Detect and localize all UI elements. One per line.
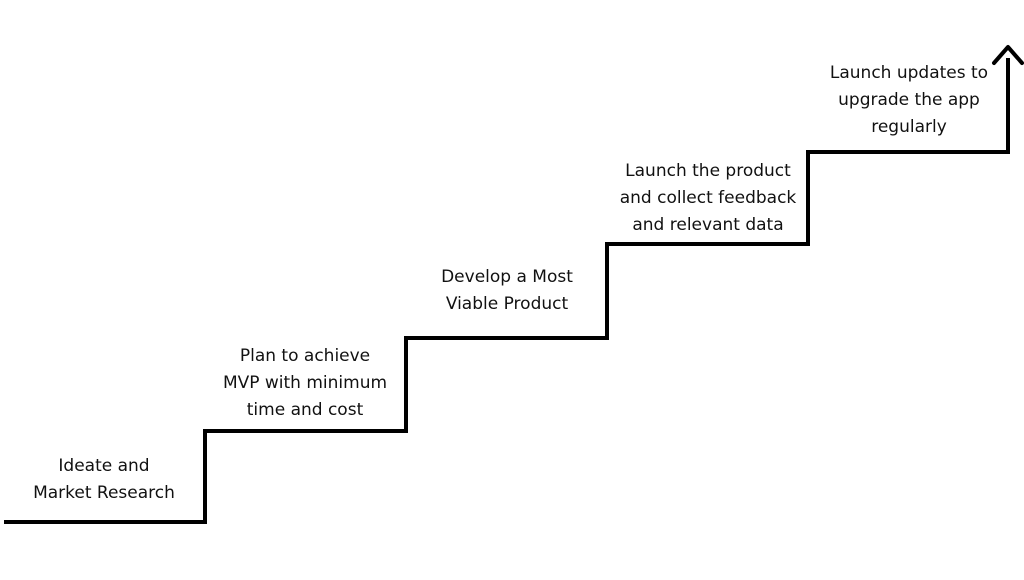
step-4-line-3: and relevant data: [632, 215, 784, 235]
step-4-label: Launch the product and collect feedback …: [612, 158, 804, 239]
arrow-up-icon: [992, 45, 1024, 65]
step-3-line-2: Viable Product: [445, 294, 569, 314]
step-3-label: Develop a Most Viable Product: [412, 264, 602, 318]
step-5-line-2: upgrade the app: [838, 90, 980, 110]
step-2-line-2: MVP with minimum: [222, 373, 388, 393]
step-5-label: Launch updates to upgrade the app regula…: [814, 60, 1004, 141]
step-1-line-1: Ideate and: [58, 456, 150, 476]
step-5-line-1: Launch updates to: [829, 63, 989, 83]
step-2-label: Plan to achieve MVP with minimum time an…: [210, 343, 400, 424]
step-4-line-1: Launch the product: [625, 161, 791, 181]
staircase-line: [4, 58, 1010, 524]
step-4-line-2: and collect feedback: [619, 188, 797, 208]
step-1-label: Ideate and Market Research: [14, 453, 194, 507]
step-5-line-3: regularly: [871, 117, 947, 137]
step-2-line-1: Plan to achieve: [239, 346, 371, 366]
step-2-line-3: time and cost: [246, 400, 364, 420]
step-1-line-2: Market Research: [33, 483, 175, 503]
step-3-line-1: Develop a Most: [441, 267, 573, 287]
